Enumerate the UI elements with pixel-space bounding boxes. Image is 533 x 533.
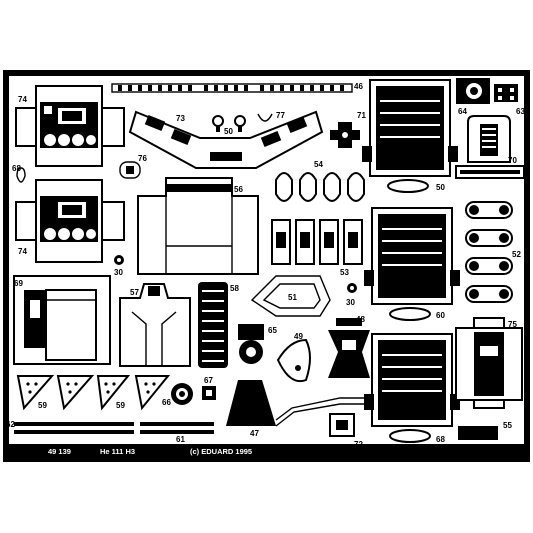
part-64-gauge (456, 78, 490, 104)
part-57-seat-frame (119, 283, 191, 367)
part-73-curved-panel (128, 110, 324, 169)
part-70-hinge-plate (455, 115, 525, 179)
label-68-right: 68 (436, 435, 445, 444)
part-66-gear (171, 383, 193, 405)
part-53-boxes (271, 219, 363, 265)
part-46-strip (111, 83, 353, 93)
part-59-triangles (16, 375, 171, 411)
label-71: 71 (357, 111, 366, 120)
fret-caption: 49 139 He 111 H3 (c) EDUARD 1995 (48, 447, 252, 456)
part-49-plate (276, 338, 311, 382)
label-48: 48 (356, 315, 365, 324)
copyright: (c) EDUARD 1995 (190, 447, 252, 456)
label-74-upper: 74 (18, 95, 27, 104)
part-71-cross (330, 122, 360, 148)
label-69: 69 (14, 279, 23, 288)
label-51: 51 (288, 293, 297, 302)
label-49: 49 (294, 332, 303, 341)
part-48-mount (328, 318, 370, 378)
label-46: 46 (354, 82, 363, 91)
product-code: 49 139 (48, 447, 71, 456)
label-77: 77 (276, 111, 285, 120)
label-47: 47 (250, 429, 259, 438)
label-58: 58 (230, 284, 239, 293)
label-66: 66 (162, 398, 171, 407)
label-62: 62 (6, 420, 15, 429)
label-68-left: 68 (12, 164, 21, 173)
label-76: 76 (138, 154, 147, 163)
part-62-rails (14, 422, 134, 434)
part-60-seat-pan-1 (362, 79, 458, 193)
label-70: 70 (508, 156, 517, 165)
model-name: He 111 H3 (100, 447, 135, 456)
part-54-lenses (275, 172, 365, 202)
label-75: 75 (508, 320, 517, 329)
part-76-ring (119, 161, 141, 179)
label-60: 60 (436, 311, 445, 320)
part-67-square (202, 386, 216, 400)
part-58-mesh-panel (198, 282, 228, 368)
part-77-bracket (257, 113, 273, 122)
label-50-knobs: 50 (224, 127, 233, 136)
label-30-right: 30 (346, 298, 355, 307)
label-67: 67 (204, 376, 213, 385)
label-52: 52 (512, 250, 521, 259)
label-30-left: 30 (114, 268, 123, 277)
part-75-box (455, 317, 523, 409)
label-57: 57 (130, 288, 139, 297)
part-56-seat-panel (137, 177, 259, 275)
part-65-round-plate (238, 324, 264, 364)
label-59-right: 59 (116, 401, 125, 410)
part-30-screw-right (347, 283, 357, 293)
part-74-instrument-panel-upper (15, 85, 125, 167)
part-72-socket (329, 413, 355, 437)
part-68-small-clip (16, 167, 26, 183)
label-56: 56 (234, 185, 243, 194)
part-60-seat-pan-2 (364, 207, 460, 321)
part-61-rails (140, 422, 214, 434)
label-73: 73 (176, 114, 185, 123)
part-74-instrument-panel-lower (15, 179, 125, 263)
label-54: 54 (314, 160, 323, 169)
part-69-console (13, 275, 111, 365)
part-30-screw-left (114, 255, 124, 265)
label-72: 72 (354, 440, 363, 449)
label-61: 61 (176, 435, 185, 444)
part-50-knobs (212, 115, 246, 132)
part-63-bracket (494, 84, 518, 102)
part-55-slab (458, 426, 498, 440)
label-64: 64 (458, 107, 467, 116)
label-50-seat: 50 (436, 183, 445, 192)
part-60-seat-pan-3 (364, 333, 460, 443)
part-number-labels: 46 74 74 68 73 50 77 71 76 56 54 53 30 3… (6, 82, 525, 449)
part-51-link-frame (250, 275, 331, 317)
part-47-ramp (226, 380, 364, 427)
label-59-left: 59 (38, 401, 47, 410)
label-65: 65 (268, 326, 277, 335)
part-52-wheel-pairs (465, 201, 513, 303)
label-74-lower: 74 (18, 247, 27, 256)
label-63: 63 (516, 107, 525, 116)
label-55: 55 (503, 421, 512, 430)
label-53: 53 (340, 268, 349, 277)
